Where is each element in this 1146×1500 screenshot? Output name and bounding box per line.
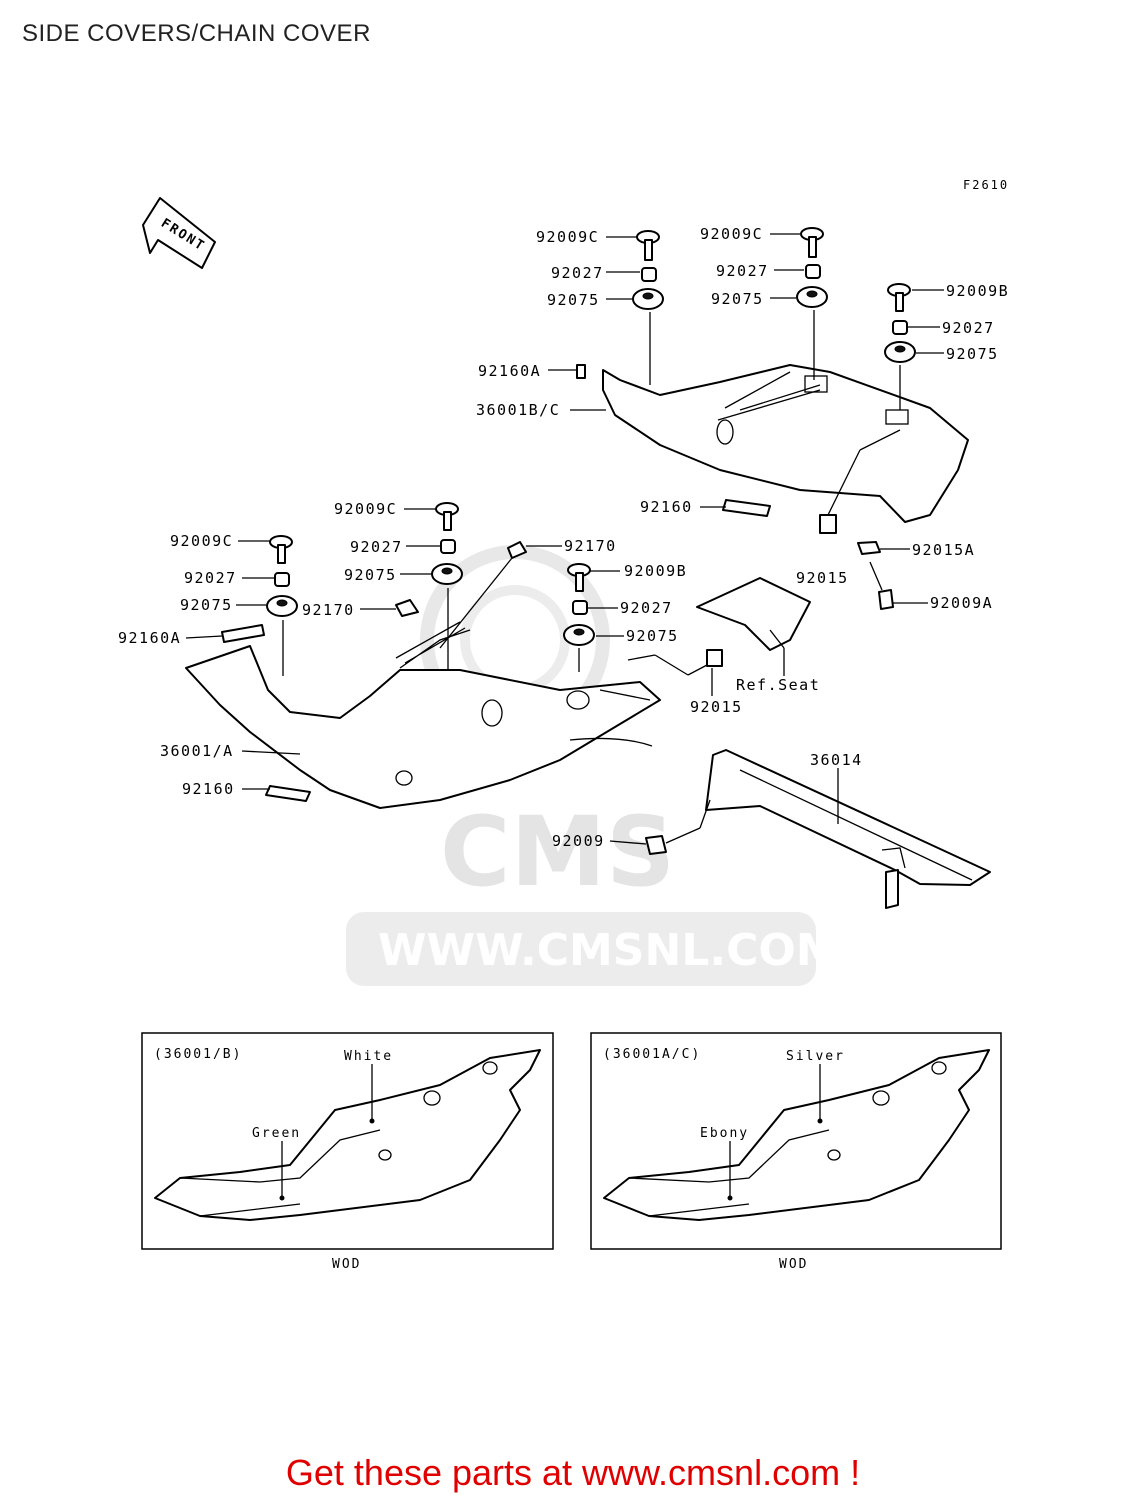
label-92027: 92027	[942, 319, 995, 337]
side-cover-right	[602, 364, 969, 523]
fastener-stack-6	[563, 563, 595, 672]
upper-color-label: White	[344, 1049, 393, 1064]
inset-36001-ac: (36001A/C) Silver Ebony WOD	[590, 1032, 1002, 1272]
label-92075: 92075	[180, 596, 233, 614]
label-92015: 92015	[796, 569, 849, 587]
clip-92170-a	[507, 541, 527, 559]
part-labels: 92009C 92027 92075 92009C 92027 92075 92…	[118, 225, 1009, 850]
fastener-stack-1	[632, 230, 664, 385]
bolt-a	[878, 589, 894, 610]
label-92160: 92160	[182, 780, 235, 798]
upper-color-label: Silver	[786, 1049, 845, 1064]
label-92075: 92075	[547, 291, 600, 309]
nut-clip	[819, 514, 837, 534]
inset-code: (36001A/C)	[603, 1047, 701, 1062]
label-92160a: 92160A	[118, 629, 181, 647]
label-92009b: 92009B	[624, 562, 687, 580]
label-36001bc: 36001B/C	[476, 401, 560, 419]
side-cover-left	[185, 621, 661, 809]
inset-36001-b: (36001/B) White Green WOD	[141, 1032, 554, 1272]
label-92015: 92015	[690, 698, 743, 716]
bolt-92009	[645, 835, 667, 855]
decal-strip	[722, 499, 771, 517]
label-92009b: 92009B	[946, 282, 1009, 300]
label-92009: 92009	[552, 832, 605, 850]
decal-92160	[265, 785, 311, 802]
label-92009c: 92009C	[334, 500, 397, 518]
inset-caption: WOD	[332, 1257, 361, 1272]
label-92009a: 92009A	[930, 594, 993, 612]
label-92075: 92075	[711, 290, 764, 308]
leader-lines	[185, 233, 944, 845]
label-92027: 92027	[716, 262, 769, 280]
page-title: SIDE COVERS/CHAIN COVER	[22, 20, 371, 47]
label-92160a: 92160A	[478, 362, 541, 380]
label-92027: 92027	[350, 538, 403, 556]
label-92075: 92075	[946, 345, 999, 363]
label-92075: 92075	[344, 566, 397, 584]
label-92009c: 92009C	[700, 225, 763, 243]
fastener-stack-4	[266, 535, 298, 676]
fastener-stack-5	[431, 502, 463, 670]
nut-clip-a	[857, 541, 881, 555]
nut-clip-2	[706, 649, 723, 667]
label-36014: 36014	[810, 751, 863, 769]
decal-92160a	[221, 624, 265, 643]
watermark-url: WWW.CMSNL.COM	[378, 925, 840, 976]
watermark-brand: CMS	[440, 796, 675, 908]
front-arrow: FRONT	[142, 197, 216, 269]
label-92160: 92160	[640, 498, 693, 516]
shop-link-banner[interactable]: Get these parts at www.cmsnl.com !	[285, 1452, 861, 1493]
label-ref-seat: Ref.Seat	[736, 676, 820, 694]
inset-caption: WOD	[779, 1257, 808, 1272]
inset-code: (36001/B)	[154, 1047, 242, 1062]
watermark: CMS WWW.CMSNL.COM	[346, 545, 840, 986]
label-92170: 92170	[302, 601, 355, 619]
label-36001a: 36001/A	[160, 742, 234, 760]
label-92027: 92027	[551, 264, 604, 282]
trim-clip-icon	[576, 364, 586, 379]
label-92027: 92027	[620, 599, 673, 617]
label-92170: 92170	[564, 537, 617, 555]
label-92015a: 92015A	[912, 541, 975, 559]
lower-color-label: Green	[252, 1126, 301, 1141]
label-92027: 92027	[184, 569, 237, 587]
lower-color-label: Ebony	[700, 1126, 749, 1141]
label-92075: 92075	[626, 627, 679, 645]
label-92009c: 92009C	[170, 532, 233, 550]
clip-92170-b	[395, 599, 419, 617]
fastener-stack-3	[884, 283, 916, 410]
seat-ref	[696, 577, 811, 651]
label-92009c: 92009C	[536, 228, 599, 246]
figure-code: F2610	[963, 178, 1010, 192]
chain-cover	[705, 749, 991, 909]
fastener-stack-2	[796, 227, 828, 380]
